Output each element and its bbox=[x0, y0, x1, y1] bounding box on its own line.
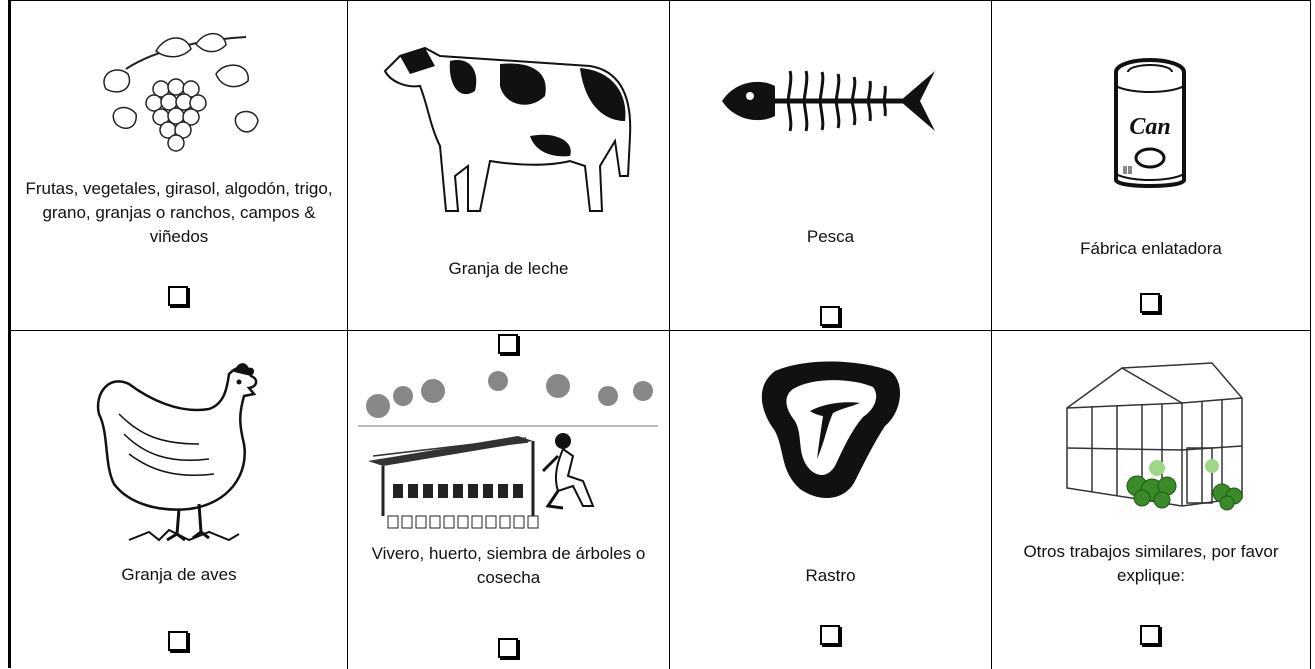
checkbox-cannery[interactable] bbox=[1140, 293, 1160, 313]
option-label: Pesca bbox=[806, 227, 855, 246]
svg-text:Can: Can bbox=[1129, 114, 1170, 140]
cow-icon bbox=[383, 46, 632, 212]
checkbox-dairy[interactable] bbox=[497, 334, 518, 354]
option-cell-poultry: Granja de aves bbox=[11, 331, 348, 669]
checkbox-poultry[interactable] bbox=[168, 631, 188, 651]
chicken-icon bbox=[96, 363, 258, 542]
option-cell-slaughterhouse: Rastro bbox=[670, 331, 992, 669]
option-label: Otros trabajos similares, por favor expl… bbox=[1023, 542, 1279, 585]
option-cell-dairy: Granja de leche bbox=[348, 1, 670, 354]
checkbox-slaughterhouse[interactable] bbox=[819, 625, 840, 645]
option-label: Frutas, vegetales, girasol, algodón, tri… bbox=[25, 179, 333, 246]
greenhouse-icon bbox=[1066, 362, 1243, 511]
checkbox-other[interactable] bbox=[1140, 625, 1160, 645]
checkbox-fishing[interactable] bbox=[819, 306, 840, 326]
grapes-icon bbox=[103, 32, 259, 152]
option-cell-crops: Frutas, vegetales, girasol, algodón, tri… bbox=[11, 1, 348, 331]
checkbox-nursery[interactable] bbox=[497, 638, 518, 658]
option-label: Rastro bbox=[805, 566, 856, 585]
option-label: Fábrica enlatadora bbox=[1080, 239, 1222, 258]
option-cell-other: Otros trabajos similares, por favor expl… bbox=[992, 331, 1311, 669]
nursery-icon bbox=[358, 366, 658, 541]
option-cell-fishing: Pesca bbox=[670, 1, 992, 331]
option-cell-cannery: Can Fábrica enlatadora bbox=[992, 1, 1311, 331]
option-label: Vivero, huerto, siembra de árboles o cos… bbox=[371, 544, 646, 587]
fish-skeleton-icon bbox=[722, 70, 935, 132]
checkbox-crops[interactable] bbox=[168, 286, 188, 306]
can-icon: Can bbox=[1114, 58, 1186, 188]
job-type-grid: Frutas, vegetales, girasol, algodón, tri… bbox=[8, 0, 1311, 669]
option-cell-nursery: Vivero, huerto, siembra de árboles o cos… bbox=[348, 331, 670, 669]
option-label: Granja de aves bbox=[121, 565, 237, 584]
option-label: Granja de leche bbox=[448, 259, 569, 278]
steak-icon bbox=[761, 361, 901, 499]
